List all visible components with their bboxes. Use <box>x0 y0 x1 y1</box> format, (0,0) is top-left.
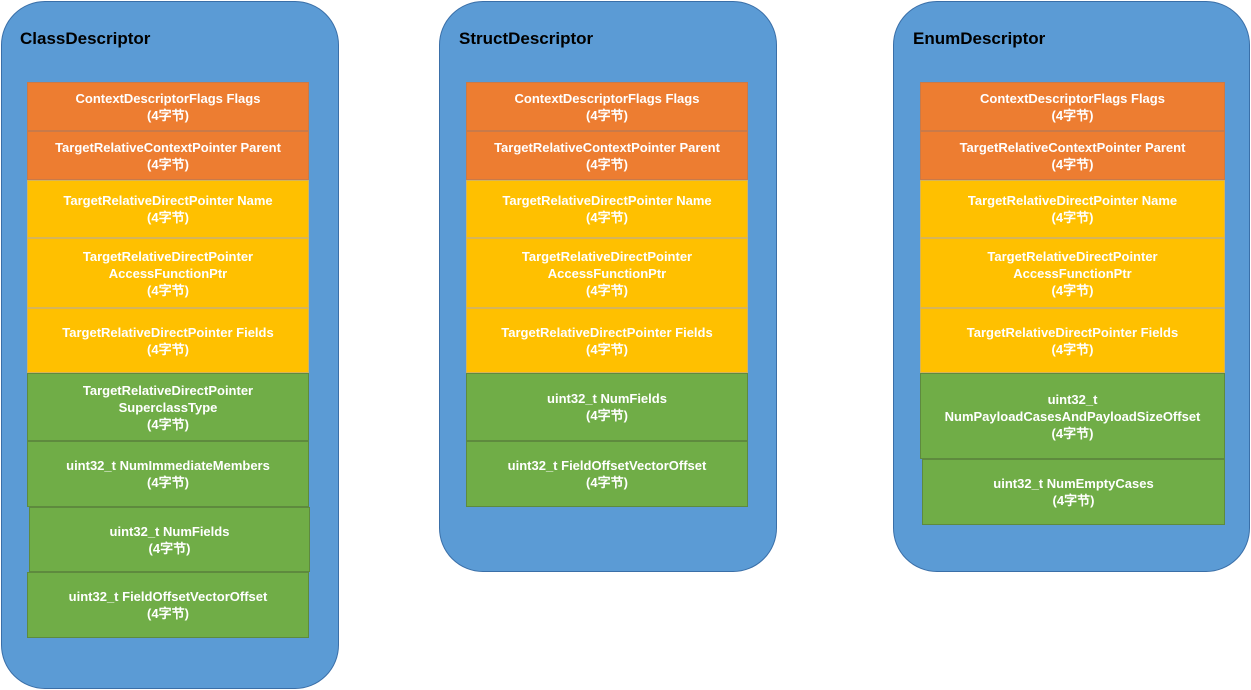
struct-descriptor-title: StructDescriptor <box>459 29 594 48</box>
field-num-empty-cases: uint32_t NumEmptyCases (4字节) <box>922 459 1225 525</box>
field-fields: TargetRelativeDirectPointer Fields (4字节) <box>920 308 1225 373</box>
field-access-function-ptr: TargetRelativeDirectPointer AccessFuncti… <box>27 238 309 308</box>
field-size: (4字节) <box>586 107 628 123</box>
field-size: (4字节) <box>147 606 189 621</box>
field-size: (4字节) <box>586 408 628 423</box>
field-label: uint32_t NumEmptyCases <box>993 476 1154 491</box>
field-size: (4字节) <box>586 156 628 172</box>
field-label: NumPayloadCasesAndPayloadSizeOffset <box>944 408 1201 424</box>
field-label: AccessFunctionPtr <box>547 265 667 281</box>
field-access-function-ptr: TargetRelativeDirectPointer AccessFuncti… <box>466 238 748 308</box>
field-parent: TargetRelativeContextPointer Parent (4字节… <box>466 131 748 180</box>
field-label: TargetRelativeContextPointer Parent <box>55 139 281 155</box>
field-label: ContextDescriptorFlags Flags <box>514 90 700 106</box>
class-descriptor-title: ClassDescriptor <box>20 29 151 48</box>
field-label: uint32_t NumFields <box>547 391 667 406</box>
field-name: TargetRelativeDirectPointer Name (4字节) <box>920 180 1225 238</box>
field-label: TargetRelativeContextPointer Parent <box>494 139 720 155</box>
field-flags: ContextDescriptorFlags Flags (4字节) <box>27 82 309 131</box>
field-name: TargetRelativeDirectPointer Name (4字节) <box>466 180 748 238</box>
field-fields: TargetRelativeDirectPointer Fields (4字节) <box>466 308 748 373</box>
field-size: (4字节) <box>1051 282 1094 298</box>
field-label: uint32_t FieldOffsetVectorOffset <box>68 589 268 604</box>
field-label: TargetRelativeDirectPointer Name <box>502 193 712 208</box>
field-size: (4字节) <box>148 540 191 556</box>
field-num-fields: uint32_t NumFields (4字节) <box>29 507 310 572</box>
field-label: uint32_t NumFields <box>109 523 230 539</box>
field-size: (4字节) <box>147 210 189 225</box>
field-field-offset-vector-offset: uint32_t FieldOffsetVectorOffset (4字节) <box>466 441 748 507</box>
field-num-payload-cases: uint32_t NumPayloadCasesAndPayloadSizeOf… <box>920 373 1225 459</box>
field-parent: TargetRelativeContextPointer Parent (4字节… <box>27 131 309 180</box>
field-label: TargetRelativeDirectPointer <box>82 248 254 264</box>
field-size: (4字节) <box>1051 210 1094 225</box>
field-label: uint32_t <box>1047 391 1098 407</box>
field-label: TargetRelativeDirectPointer Name <box>967 193 1178 208</box>
field-name: TargetRelativeDirectPointer Name (4字节) <box>27 180 309 238</box>
field-label: TargetRelativeDirectPointer Name <box>63 193 273 208</box>
field-fields: TargetRelativeDirectPointer Fields (4字节) <box>27 308 309 373</box>
field-size: (4字节) <box>147 282 189 298</box>
field-size: (4字节) <box>147 156 189 172</box>
field-label: ContextDescriptorFlags Flags <box>980 90 1165 106</box>
field-size: (4字节) <box>147 475 189 490</box>
field-size: (4字节) <box>147 107 189 123</box>
field-size: (4字节) <box>586 341 628 357</box>
field-flags: ContextDescriptorFlags Flags (4字节) <box>466 82 748 131</box>
field-size: (4字节) <box>1051 107 1094 123</box>
field-size: (4字节) <box>1051 341 1094 357</box>
field-parent: TargetRelativeContextPointer Parent (4字节… <box>920 131 1225 180</box>
field-label: TargetRelativeDirectPointer Fields <box>966 324 1179 340</box>
field-label: uint32_t NumImmediateMembers <box>66 458 270 473</box>
field-label: ContextDescriptorFlags Flags <box>75 90 261 106</box>
field-flags: ContextDescriptorFlags Flags (4字节) <box>920 82 1225 131</box>
field-superclass-type: TargetRelativeDirectPointer SuperclassTy… <box>27 373 309 441</box>
field-label: TargetRelativeContextPointer Parent <box>959 139 1186 155</box>
field-label: AccessFunctionPtr <box>1013 265 1132 281</box>
field-size: (4字节) <box>147 416 189 432</box>
field-num-immediate-members: uint32_t NumImmediateMembers (4字节) <box>27 441 309 507</box>
field-size: (4字节) <box>586 282 628 298</box>
field-size: (4字节) <box>1051 156 1094 172</box>
field-label: uint32_t FieldOffsetVectorOffset <box>507 458 707 473</box>
field-size: (4字节) <box>1051 425 1094 441</box>
enum-descriptor-title: EnumDescriptor <box>913 29 1046 48</box>
field-size: (4字节) <box>1052 493 1095 508</box>
field-size: (4字节) <box>586 210 628 225</box>
field-label: TargetRelativeDirectPointer <box>82 382 254 398</box>
field-label: TargetRelativeDirectPointer Fields <box>62 324 274 340</box>
field-access-function-ptr: TargetRelativeDirectPointer AccessFuncti… <box>920 238 1225 308</box>
field-size: (4字节) <box>147 341 189 357</box>
field-label: TargetRelativeDirectPointer Fields <box>501 324 713 340</box>
field-label: SuperclassType <box>118 399 218 415</box>
field-field-offset-vector-offset: uint32_t FieldOffsetVectorOffset (4字节) <box>27 572 309 638</box>
field-size: (4字节) <box>586 475 628 490</box>
field-num-fields: uint32_t NumFields (4字节) <box>466 373 748 441</box>
field-label: AccessFunctionPtr <box>108 265 228 281</box>
field-label: TargetRelativeDirectPointer <box>987 248 1158 264</box>
field-label: TargetRelativeDirectPointer <box>521 248 693 264</box>
